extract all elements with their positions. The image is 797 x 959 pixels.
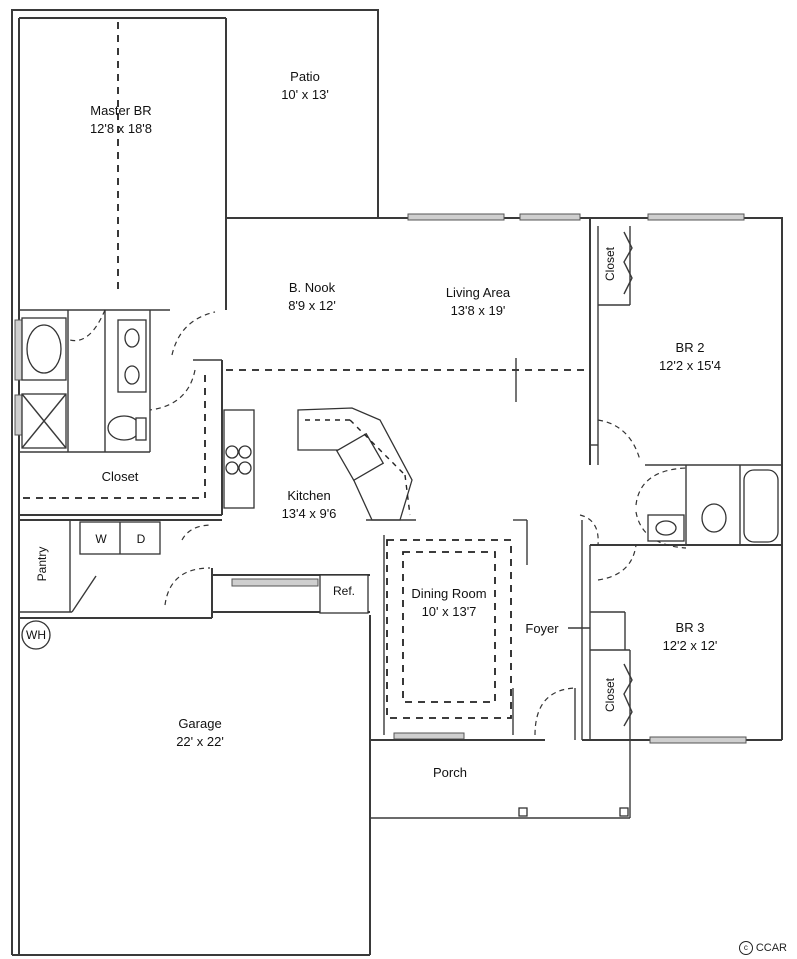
- windows: [14, 213, 747, 744]
- br3-size: 12'2 x 12': [663, 638, 718, 653]
- garage-name: Garage: [178, 716, 221, 731]
- bathtub: [743, 469, 779, 543]
- cooktop: [335, 432, 385, 482]
- copyright-icon: c: [738, 941, 753, 955]
- porch-label: Porch: [433, 765, 467, 780]
- kitchen-size: 13'4 x 9'6: [282, 506, 337, 521]
- room-labels: Master BR 12'8 x 18'8 Patio 10' x 13' B.…: [26, 69, 721, 780]
- patio-name: Patio: [290, 69, 320, 84]
- foyer-label: Foyer: [525, 621, 559, 636]
- ccar-watermark: c CCAR: [738, 941, 787, 955]
- ceiling-lines: [23, 22, 590, 719]
- fixtures: [21, 231, 727, 727]
- dining-room-name: Dining Room: [411, 586, 486, 601]
- b-nook-size: 8'9 x 12': [288, 298, 336, 313]
- patio-size: 10' x 13': [281, 87, 329, 102]
- refrigerator-label: Ref.: [333, 584, 355, 598]
- master-closet-label: Closet: [102, 469, 139, 484]
- br3-name: BR 3: [676, 620, 705, 635]
- dining-room-size: 10' x 13'7: [422, 604, 477, 619]
- garage-size: 22' x 22': [176, 734, 224, 749]
- pantry-label: Pantry: [35, 547, 49, 582]
- kitchen-counter: [223, 409, 255, 509]
- watermark-text: CCAR: [755, 942, 787, 954]
- living-area-size: 13'8 x 19': [451, 303, 506, 318]
- washer-label: W: [95, 532, 107, 546]
- water-heater: [21, 620, 51, 650]
- dryer-label: D: [137, 532, 146, 546]
- refrigerator: [319, 574, 369, 614]
- master-br-size: 12'8 x 18'8: [90, 121, 152, 136]
- interior-walls: [19, 18, 782, 819]
- master-br-name: Master BR: [90, 103, 151, 118]
- br2-name: BR 2: [676, 340, 705, 355]
- door-swings: [69, 309, 687, 736]
- living-area-name: Living Area: [446, 285, 511, 300]
- br2-size: 12'2 x 15'4: [659, 358, 721, 373]
- b-nook-name: B. Nook: [289, 280, 336, 295]
- toilet: [107, 415, 141, 441]
- br2-closet-label: Closet: [603, 246, 617, 281]
- kitchen-name: Kitchen: [287, 488, 330, 503]
- toilet-2: [701, 503, 727, 533]
- water-heater-label: WH: [26, 628, 46, 642]
- br3-closet-label: Closet: [603, 677, 617, 712]
